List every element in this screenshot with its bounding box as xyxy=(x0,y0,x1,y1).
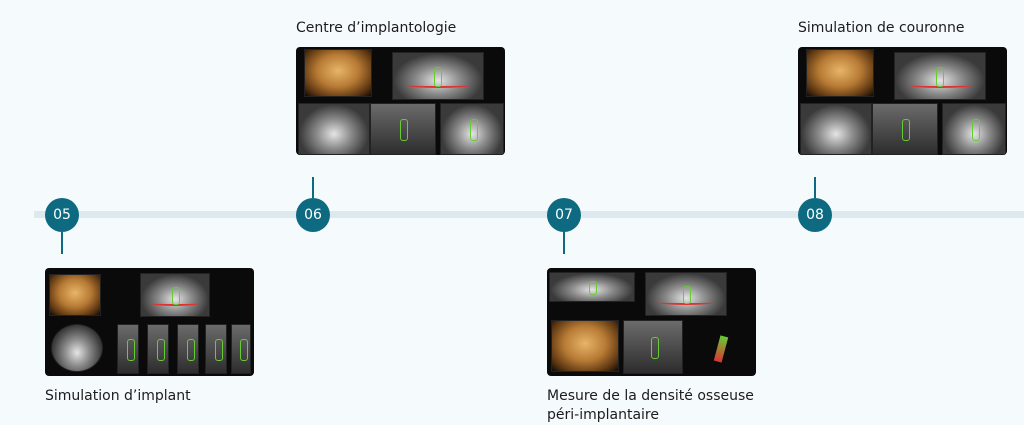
step-07-connector xyxy=(563,232,565,254)
step-07-label: Mesure de la densité osseuse péri-implan… xyxy=(547,388,754,423)
step-07-image xyxy=(547,268,756,376)
step-06-label: Centre d’implantologie xyxy=(296,20,457,36)
step-05-badge: 05 xyxy=(45,198,79,232)
timeline-track xyxy=(34,211,1024,218)
step-06-image xyxy=(296,47,505,155)
step-05-image xyxy=(45,268,254,376)
step-05-label: Simulation d’implant xyxy=(45,388,191,404)
step-08-image xyxy=(798,47,1007,155)
step-07-badge: 07 xyxy=(547,198,581,232)
step-05-connector xyxy=(61,232,63,254)
step-08-label: Simulation de couronne xyxy=(798,20,965,36)
step-08-badge: 08 xyxy=(798,198,832,232)
step-06-badge: 06 xyxy=(296,198,330,232)
step-06-connector xyxy=(312,177,314,198)
step-08-connector xyxy=(814,177,816,198)
